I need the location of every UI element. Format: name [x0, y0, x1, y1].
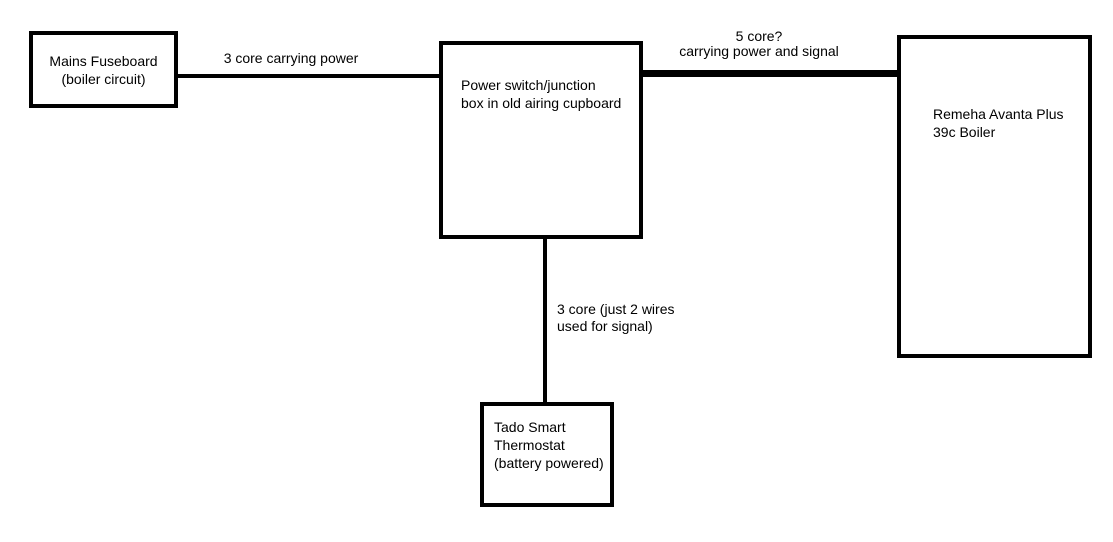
- wire-label-line: 5 core?: [735, 28, 783, 44]
- node-label-line: box in old airing cupboard: [461, 95, 622, 111]
- node-label-line: (battery powered): [494, 455, 604, 471]
- node-power-switch-junction-box: Power switch/junction box in old airing …: [439, 41, 643, 239]
- wire-label-junction-to-thermostat: 3 core (just 2 wires used for signal): [557, 301, 674, 335]
- wire-fuseboard-to-junction: [178, 74, 439, 78]
- wire-label-fuseboard-to-junction: 3 core carrying power: [211, 51, 371, 66]
- wire-label-junction-to-boiler: 5 core? carrying power and signal: [659, 29, 859, 59]
- node-label-line: Power switch/junction: [461, 77, 596, 93]
- node-label-line: Tado Smart: [494, 419, 566, 435]
- node-label: Power switch/junction box in old airing …: [461, 76, 621, 112]
- node-label-line: Thermostat: [494, 437, 565, 453]
- node-label-line: Mains Fuseboard: [49, 52, 158, 69]
- node-tado-thermostat: Tado Smart Thermostat (battery powered): [480, 402, 614, 507]
- wire-label-line: 3 core (just 2 wires: [557, 301, 675, 317]
- node-mains-fuseboard: Mains Fuseboard (boiler circuit): [29, 31, 178, 108]
- wire-junction-to-boiler: [643, 70, 897, 77]
- node-label: Tado Smart Thermostat (battery powered): [494, 418, 604, 472]
- wire-junction-to-thermostat: [543, 239, 547, 402]
- node-label-line: 39c Boiler: [933, 124, 996, 140]
- node-label: Remeha Avanta Plus 39c Boiler: [933, 105, 1064, 141]
- node-label: Mains Fuseboard (boiler circuit): [33, 35, 174, 104]
- wire-label-line: carrying power and signal: [679, 43, 839, 59]
- wire-label-line: used for signal): [557, 318, 653, 334]
- node-label-line: Remeha Avanta Plus: [933, 106, 1064, 122]
- wire-label-line: 3 core carrying power: [223, 50, 359, 66]
- node-remeha-boiler: Remeha Avanta Plus 39c Boiler: [897, 35, 1092, 358]
- node-label-line: (boiler circuit): [61, 70, 146, 87]
